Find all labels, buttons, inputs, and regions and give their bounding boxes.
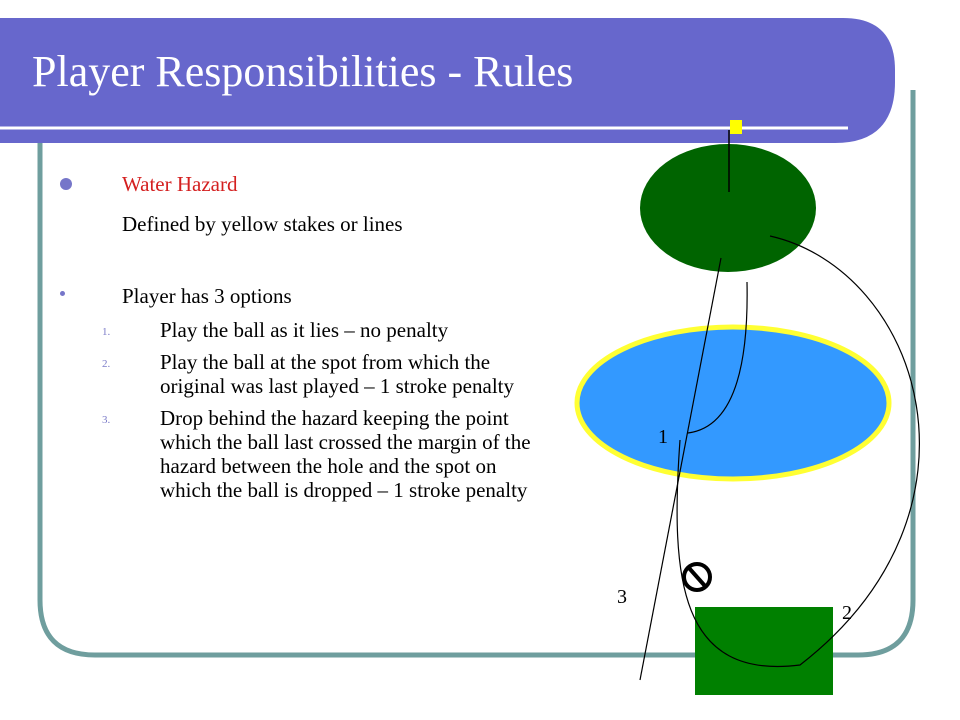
hazard-definition: Defined by yellow stakes or lines <box>122 212 403 236</box>
putting-green <box>640 144 816 272</box>
label-option-1: 1 <box>658 426 668 448</box>
bullet-dot-icon <box>60 178 72 190</box>
option-3-line <box>639 257 722 681</box>
options-list: 1. Play the ball as it lies – no penalty… <box>102 318 532 510</box>
option-text: Play the ball at the spot from which the… <box>160 350 514 398</box>
water-hazard-diagram <box>574 120 920 695</box>
option-number: 1. <box>102 326 111 338</box>
option-2-path <box>676 235 920 667</box>
flag-icon <box>730 120 742 134</box>
water-hazard <box>574 324 892 482</box>
hazard-title: Water Hazard <box>122 172 238 196</box>
option-text: Drop behind the hazard keeping the point… <box>160 406 531 502</box>
page-title: Player Responsibilities - Rules <box>32 47 574 96</box>
option-item: 2. Play the ball at the spot from which … <box>102 350 532 398</box>
title-bar <box>0 18 895 143</box>
option-1-path <box>687 281 748 434</box>
option-item: 1. Play the ball as it lies – no penalty <box>102 318 532 342</box>
no-drop-icon <box>682 562 712 592</box>
option-number: 2. <box>102 358 111 370</box>
option-text: Play the ball as it lies – no penalty <box>160 318 449 342</box>
content-frame-border <box>37 90 916 658</box>
label-option-3: 3 <box>617 586 627 608</box>
option-item: 3. Drop behind the hazard keeping the po… <box>102 406 532 502</box>
tee-box <box>695 607 833 695</box>
option-number: 3. <box>102 414 111 426</box>
small-bullet-icon <box>60 291 65 296</box>
options-intro: Player has 3 options <box>122 284 292 308</box>
label-option-2: 2 <box>842 602 852 624</box>
